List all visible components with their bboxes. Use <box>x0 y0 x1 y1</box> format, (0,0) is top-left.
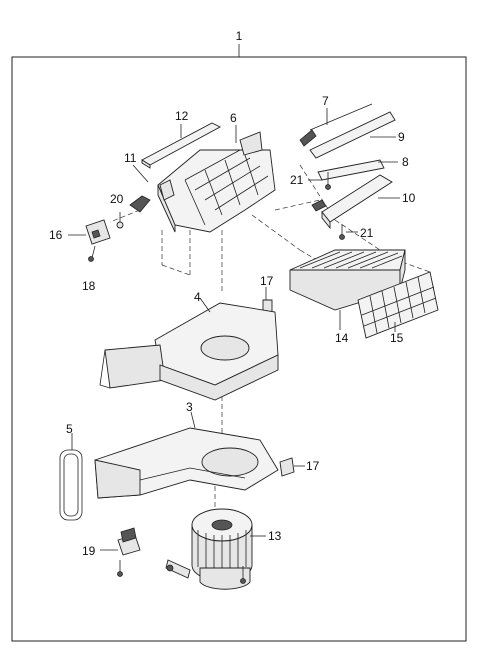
callout-6: 6 <box>230 111 237 125</box>
callout-21-upper: 21 <box>290 173 304 187</box>
callout-19: 19 <box>82 544 96 558</box>
part-14-air-filter <box>289 249 406 330</box>
callout-9: 9 <box>398 130 405 144</box>
part-7-guide-rod <box>299 103 373 147</box>
callout-4: 4 <box>194 290 201 304</box>
part-4-blower-upper-case <box>99 297 279 401</box>
callout-7: 7 <box>322 94 329 108</box>
part-17-clip-lower <box>279 457 305 477</box>
callout-5: 5 <box>66 422 73 436</box>
callout-13: 13 <box>268 529 282 543</box>
callout-16: 16 <box>49 228 63 242</box>
part-9-filter-cover <box>309 111 396 159</box>
part-5-gasket <box>59 433 83 521</box>
callout-12: 12 <box>175 109 189 123</box>
callout-8: 8 <box>402 155 409 169</box>
part-15-filter-frame <box>357 271 439 339</box>
part-8-thin-plate <box>317 159 398 181</box>
part-13-blower-motor <box>165 508 266 590</box>
part-12-seal-strip <box>141 122 221 169</box>
callout-20: 20 <box>110 192 124 206</box>
callout-1: 1 <box>236 29 243 43</box>
callout-17-upper: 17 <box>260 274 274 288</box>
part-16-actuator-motor <box>68 219 111 245</box>
callout-21-lower: 21 <box>360 226 374 240</box>
callout-14: 14 <box>335 331 349 345</box>
part-21-screw-upper <box>308 172 331 190</box>
callout-11: 11 <box>124 151 137 165</box>
part-3-blower-lower-case <box>94 411 279 499</box>
callout-3: 3 <box>186 400 193 414</box>
part-19-resistor <box>100 527 141 577</box>
callout-17-lower: 17 <box>306 459 320 473</box>
part-10-filter-cover <box>311 174 400 230</box>
callout-15: 15 <box>390 331 404 345</box>
part-20-screw <box>116 212 124 229</box>
part-11-actuator-lever <box>129 164 151 213</box>
callout-10: 10 <box>402 191 416 205</box>
assembly-guide-lines <box>109 164 431 510</box>
part-6-intake-case <box>157 125 276 233</box>
part-18-screw <box>88 245 96 262</box>
part-21-screw-lower <box>339 224 358 240</box>
callout-18: 18 <box>82 279 96 293</box>
